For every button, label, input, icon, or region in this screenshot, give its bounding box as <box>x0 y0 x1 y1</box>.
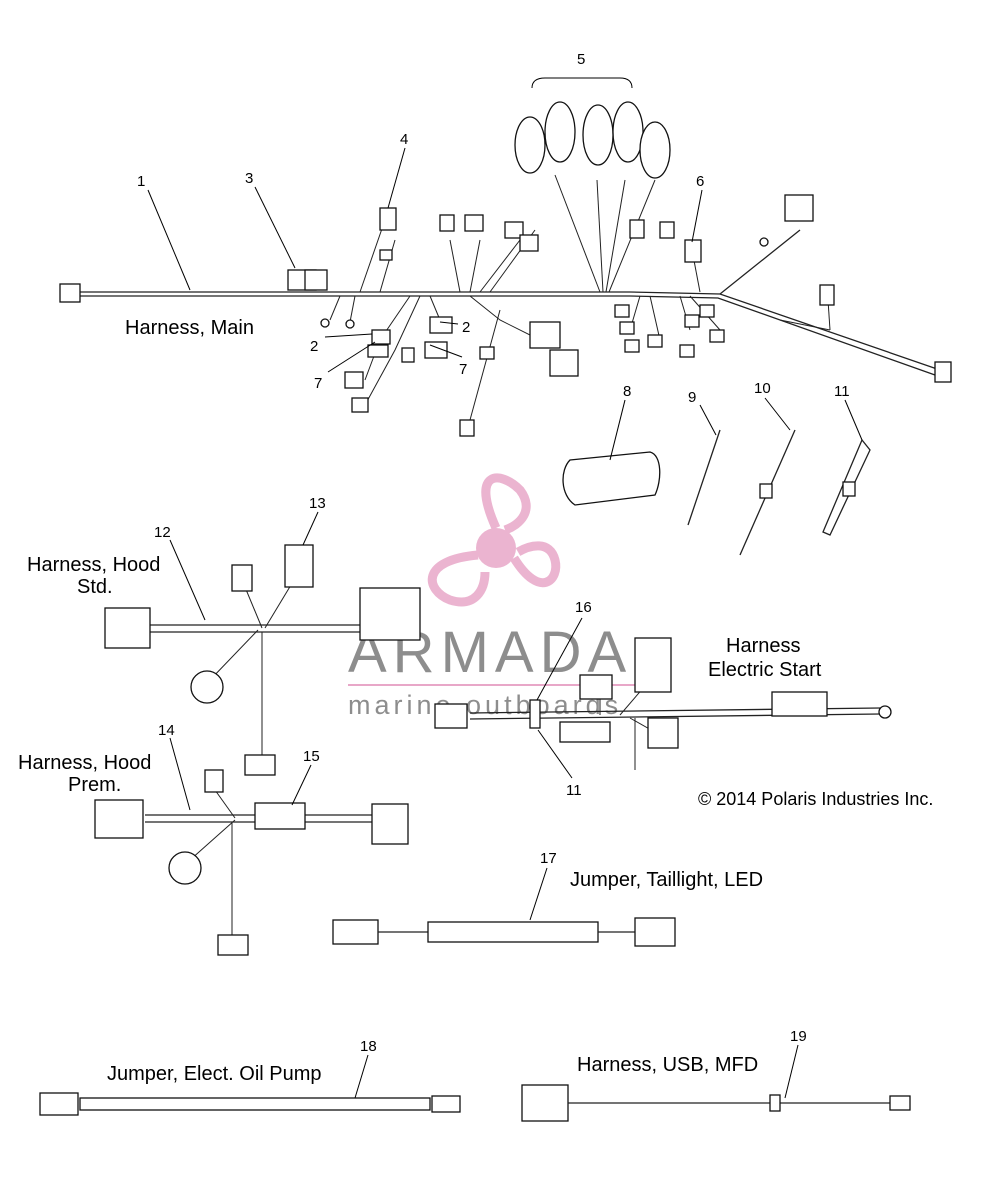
ignition-coils <box>514 101 671 179</box>
callout-8: 8 <box>623 383 631 400</box>
oil-pump-jumper <box>39 1092 461 1116</box>
callout-4: 4 <box>400 131 408 148</box>
label-electric-start-line2: Electric Start <box>708 659 822 681</box>
callout-19: 19 <box>790 1028 807 1045</box>
copyright-notice: © 2014 Polaris Industries Inc. <box>698 789 933 809</box>
callout-5: 5 <box>577 51 585 68</box>
callout-17: 17 <box>540 850 557 867</box>
callout-1: 1 <box>137 173 145 190</box>
taillight-jumper <box>332 917 676 947</box>
callout-2b: 2 <box>462 319 470 336</box>
callout-14: 14 <box>158 722 175 739</box>
label-harness-main: Harness, Main <box>125 317 254 339</box>
label-hood-prem-line2: Prem. <box>68 774 121 796</box>
callout-3: 3 <box>245 170 253 187</box>
callout-2a: 2 <box>310 338 318 355</box>
watermark-subtitle: marine outboards <box>348 690 622 720</box>
callout-12: 12 <box>154 524 171 541</box>
cable-tie-clip-11 <box>842 481 856 497</box>
hood-std-harness <box>104 544 421 776</box>
callout-16: 16 <box>575 599 592 616</box>
callout-11b: 11 <box>566 782 582 799</box>
callout-6: 6 <box>696 173 704 190</box>
electric-start-harness <box>434 637 892 770</box>
callout-18: 18 <box>360 1038 377 1055</box>
callout-11a: 11 <box>834 383 850 400</box>
label-usb-mfd: Harness, USB, MFD <box>577 1054 758 1076</box>
callout-leaders <box>147 77 863 1099</box>
grommet-part-8 <box>562 451 661 506</box>
armada-logo <box>427 473 561 607</box>
label-hood-prem-line1: Harness, Hood <box>18 752 151 774</box>
callout-15: 15 <box>303 748 320 765</box>
callout-9: 9 <box>688 389 696 406</box>
cable-tie-clip-10 <box>759 483 773 499</box>
label-oil-pump-jumper: Jumper, Elect. Oil Pump <box>107 1063 322 1085</box>
label-hood-std-line1: Harness, Hood <box>27 554 160 576</box>
usb-mfd-harness <box>521 1084 911 1122</box>
main-harness <box>59 101 952 437</box>
callout-13: 13 <box>309 495 326 512</box>
label-electric-start-line1: Harness <box>726 635 800 657</box>
hood-prem-harness <box>94 769 409 956</box>
cable-tie-part-11 <box>822 438 871 536</box>
cable-tie-part-9 <box>687 429 721 526</box>
callout-10: 10 <box>754 380 771 397</box>
label-taillight-jumper: Jumper, Taillight, LED <box>570 869 763 891</box>
callout-7b: 7 <box>459 361 467 378</box>
callout-7a: 7 <box>314 375 322 392</box>
label-hood-std-line2: Std. <box>77 576 113 598</box>
